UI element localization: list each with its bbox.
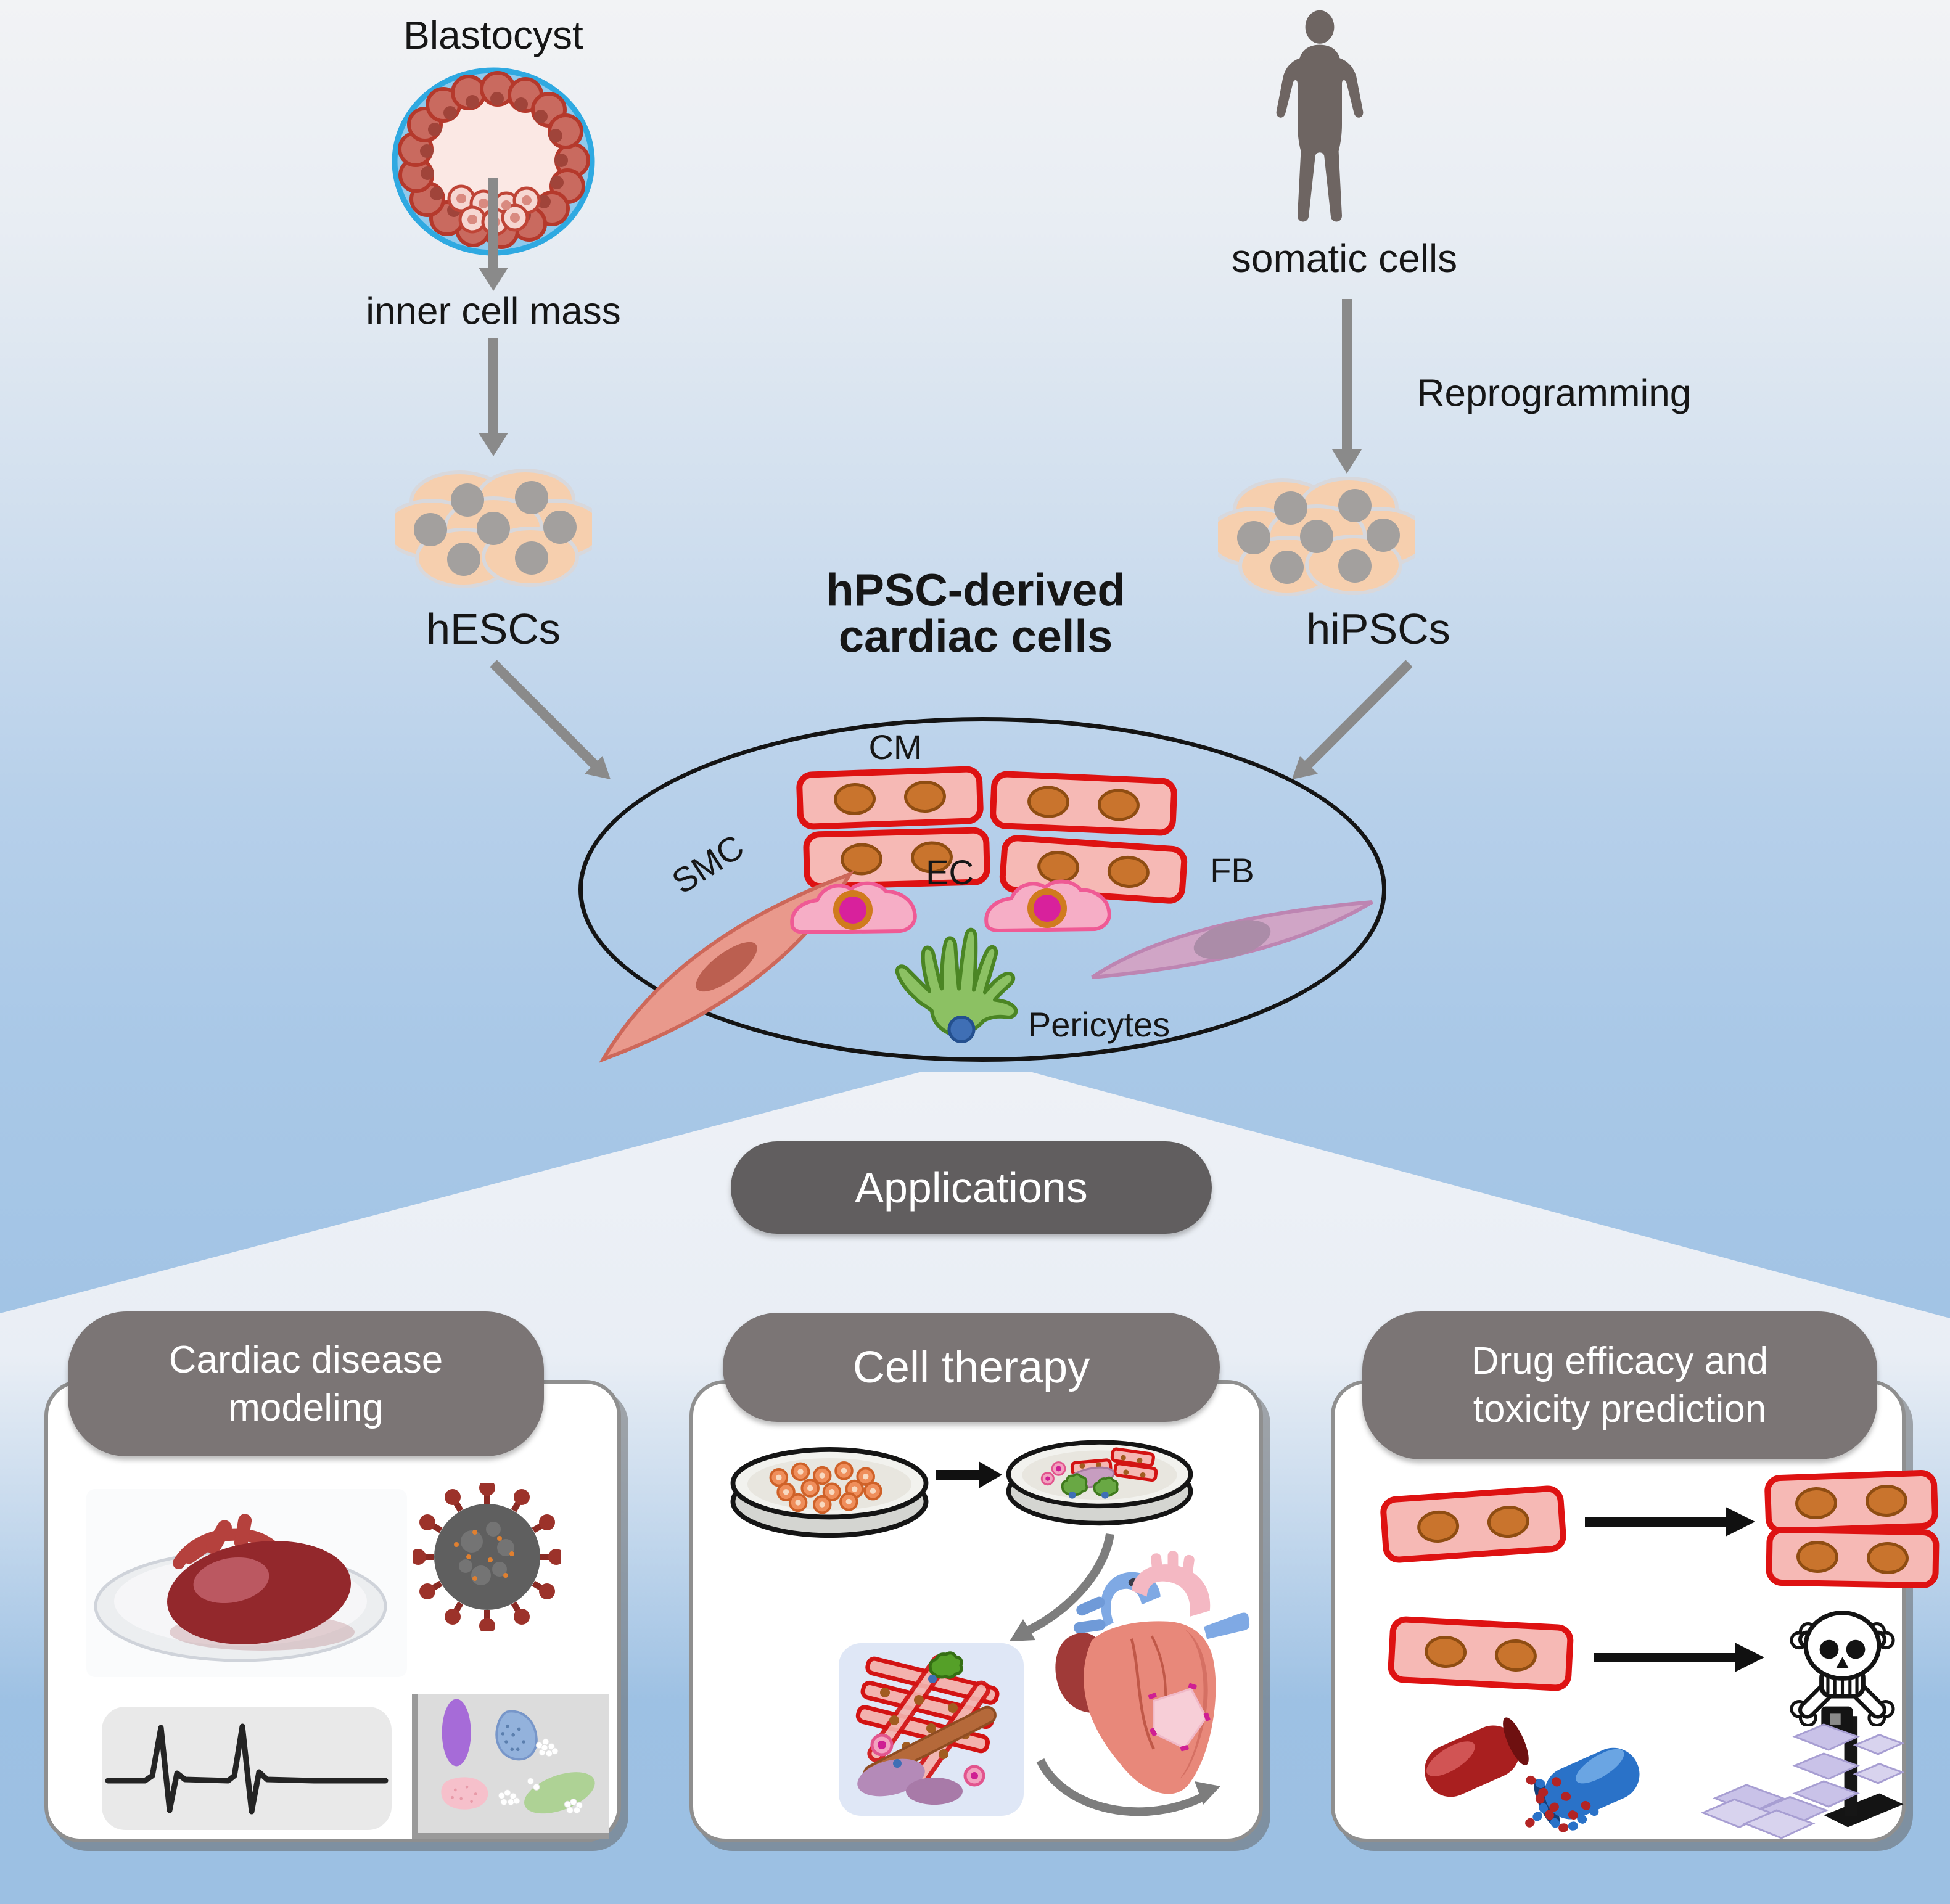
somatic-cells-label: somatic cells — [1231, 236, 1458, 281]
smc-cell-illustration — [594, 865, 859, 1069]
panel-pill-cell-therapy: Cell therapy — [723, 1313, 1220, 1422]
cm-nucleus — [1494, 1638, 1538, 1673]
fb-cell-illustration — [1087, 885, 1377, 996]
arrow-somatic-to-hipscs — [1332, 299, 1362, 474]
hipscs-label: hiPSCs — [1306, 604, 1450, 653]
petri-dish-cardiac-cells — [1004, 1423, 1195, 1528]
flow-cytometry-plot-image — [412, 1694, 609, 1839]
ec-label: EC — [926, 852, 974, 892]
cardiac-cells-oval — [578, 717, 1386, 1062]
cm-nucleus — [1416, 1509, 1460, 1545]
cm-nucleus — [1096, 788, 1141, 822]
mini-pills — [1525, 1775, 1599, 1832]
cm-cell — [796, 765, 984, 831]
ecg-trace-image — [102, 1707, 392, 1830]
arrow-patch-to-heart — [1036, 1758, 1220, 1816]
cardiac-cells-title-line2: cardiac cells — [838, 610, 1113, 662]
cm-nucleus — [1423, 1635, 1468, 1669]
arrow-icm-to-hescs — [479, 338, 508, 456]
heart-in-dish-image — [86, 1489, 407, 1677]
applications-label: Applications — [855, 1163, 1088, 1212]
pericytes-label: Pericytes — [1027, 1004, 1170, 1044]
skull-crossbones-icon — [1776, 1594, 1909, 1726]
inner-cell-mass-label: inner cell mass — [366, 290, 621, 333]
cm-nucleus — [1796, 1540, 1839, 1574]
panel-pill-cardiac-disease: Cardiac disease modeling — [68, 1311, 544, 1456]
cm-cell-single — [1387, 1615, 1574, 1692]
cm-nucleus — [833, 782, 876, 816]
cm-cell-single — [1379, 1484, 1568, 1564]
hescs-label: hESCs — [426, 604, 561, 653]
petri-dish-stem-cells — [728, 1429, 931, 1540]
fb-label: FB — [1210, 850, 1254, 890]
arrow-hipscs-to-cardiac-cells — [1292, 660, 1413, 779]
pericyte-cell-illustration — [884, 923, 1050, 1043]
heart-illustration — [1031, 1545, 1256, 1825]
icm-nuclei — [456, 194, 532, 227]
cm-nucleus — [1026, 785, 1071, 819]
arrow-toxicity — [1594, 1643, 1764, 1672]
cm-nucleus — [1865, 1483, 1908, 1518]
hipsc-colony-illustration — [1218, 474, 1415, 600]
cm-nucleus — [1795, 1486, 1838, 1520]
screening-robot-image — [1701, 1694, 1904, 1839]
drug-capsule-image — [1403, 1699, 1668, 1837]
applications-pill: Applications — [731, 1141, 1212, 1234]
arrow-efficacy — [1585, 1507, 1755, 1537]
arrow-dish-to-patch — [1010, 1533, 1114, 1641]
panel3-title-line2: toxicity prediction — [1473, 1388, 1767, 1430]
arrow-blastocyst-to-inner-cell-mass — [479, 178, 508, 291]
hesc-colony-illustration — [395, 466, 592, 592]
cm-nucleus — [1866, 1541, 1909, 1575]
panel1-title-line1: Cardiac disease — [168, 1338, 443, 1381]
cm-nucleus — [903, 779, 947, 814]
engineered-tissue-patch — [839, 1643, 1024, 1816]
cm-cell-pair-bottom — [1766, 1526, 1940, 1589]
reprogramming-label: Reprogramming — [1417, 372, 1692, 415]
cm-nucleus — [1486, 1504, 1531, 1540]
cardiac-cells-title-line1: hPSC-derived — [826, 564, 1125, 616]
cm-cell — [989, 770, 1178, 837]
panel-pill-drug-screening: Drug efficacy and toxicity prediction — [1362, 1311, 1877, 1459]
human-silhouette-illustration — [1252, 9, 1388, 231]
blastocyst-illustration — [387, 62, 599, 261]
blastocyst-label: Blastocyst — [403, 13, 583, 58]
coronavirus-icon — [413, 1483, 561, 1631]
panel2-title-line1: Cell therapy — [852, 1342, 1090, 1392]
ec-cell-illustration — [974, 866, 1129, 940]
arrow-hescs-to-cardiac-cells — [490, 660, 611, 779]
panel1-title-line2: modeling — [228, 1386, 384, 1429]
ec-cell-illustration — [780, 868, 934, 942]
arrow-differentiation — [936, 1461, 1002, 1488]
cm-label: CM — [868, 727, 923, 766]
cm-cell-pair-top — [1764, 1469, 1939, 1535]
panel3-title-line1: Drug efficacy and — [1471, 1340, 1769, 1382]
